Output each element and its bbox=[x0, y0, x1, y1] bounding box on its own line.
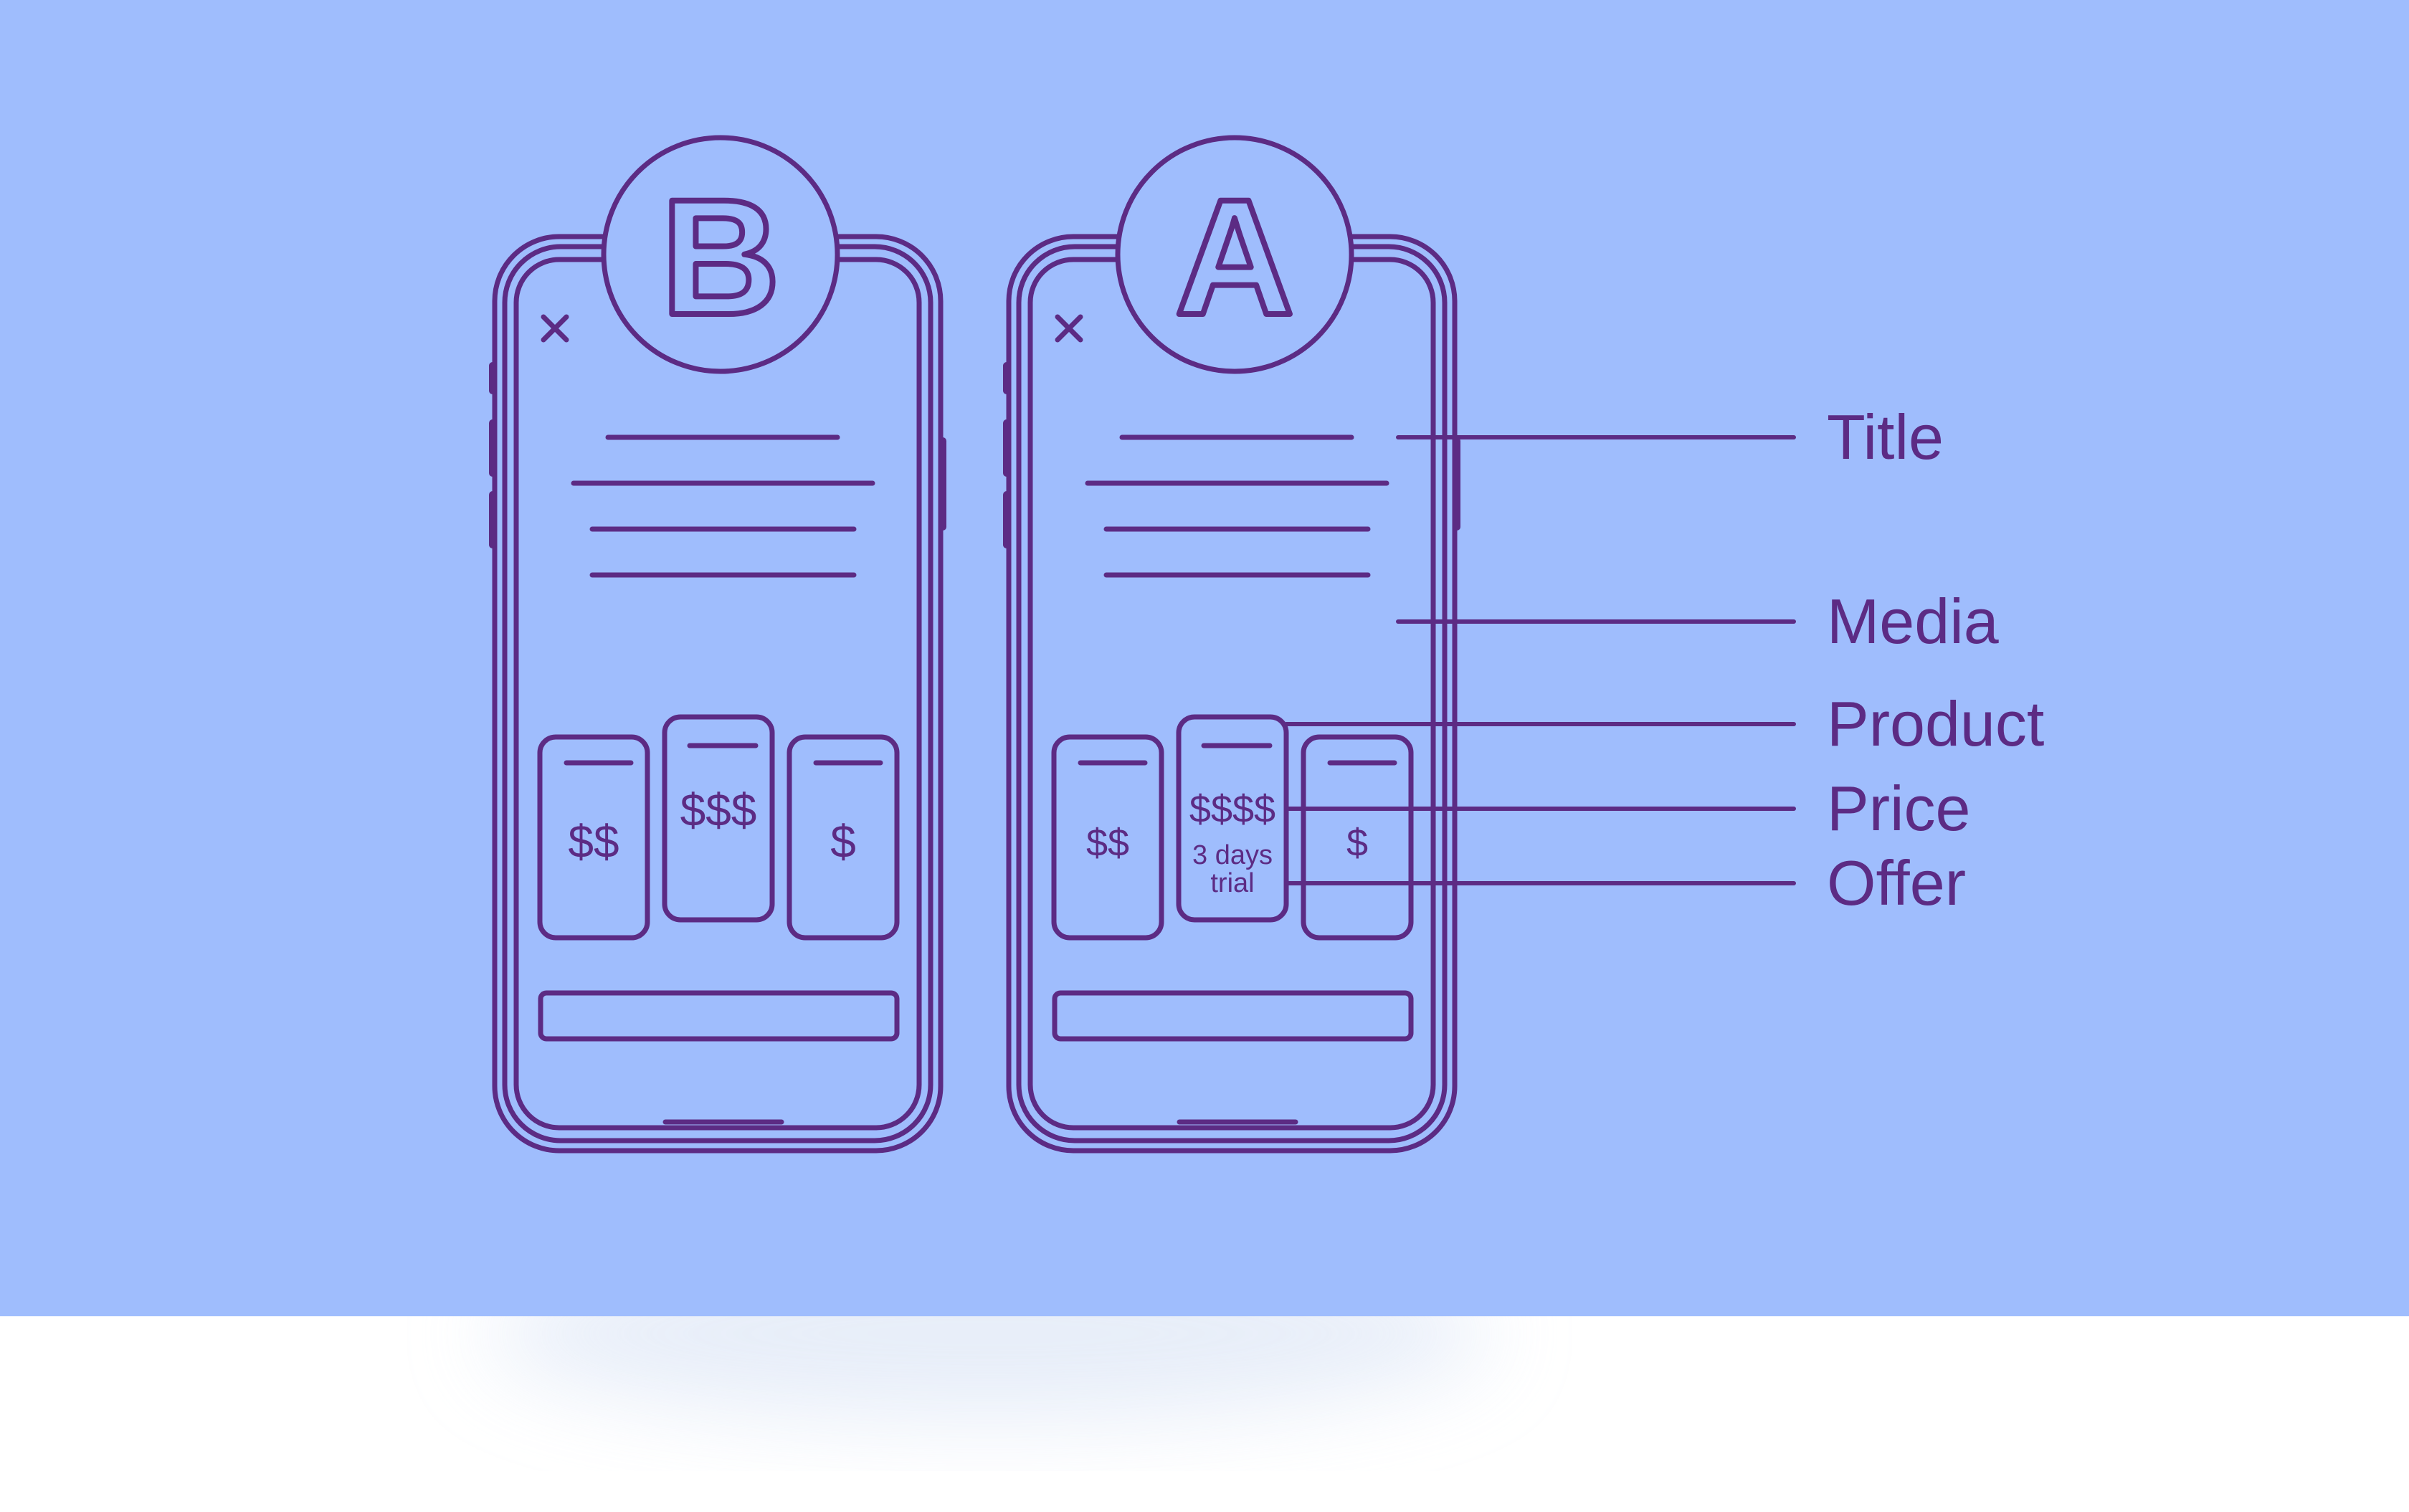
badge-a-letter: A bbox=[1175, 165, 1294, 349]
phone-a-prices: $$ $$$$ 3 days trial $ bbox=[1086, 788, 1368, 898]
product-annotation: Product bbox=[1827, 688, 2044, 759]
product-card bbox=[1301, 734, 1414, 941]
title-annotation: Title bbox=[1827, 401, 1944, 472]
product-card bbox=[787, 734, 900, 941]
price-label: $$$$ bbox=[1189, 788, 1275, 831]
price-label: $ bbox=[830, 816, 856, 867]
price-label: $$ bbox=[1086, 822, 1129, 865]
cta-button bbox=[1052, 990, 1414, 1042]
media-annotation: Media bbox=[1827, 586, 1999, 657]
offer-label: trial bbox=[1210, 868, 1254, 898]
phone-a bbox=[1003, 135, 1460, 1154]
badge-b bbox=[601, 135, 840, 374]
phone-b bbox=[489, 135, 946, 1154]
product-card bbox=[537, 734, 650, 941]
close-icon bbox=[541, 314, 569, 343]
offer-label: 3 days bbox=[1192, 840, 1273, 870]
product-card-featured bbox=[662, 714, 775, 923]
close-icon bbox=[1055, 314, 1083, 343]
product-card-featured bbox=[1176, 714, 1289, 923]
annotation-labels: Title Media Product Price Offer bbox=[1827, 401, 2044, 918]
offer-annotation: Offer bbox=[1827, 847, 1966, 918]
price-label: $$ bbox=[568, 816, 619, 867]
phone-b-prices: $$ $$$ $ bbox=[568, 784, 855, 867]
product-card bbox=[1051, 734, 1164, 941]
annotation-leaders bbox=[1284, 435, 1796, 885]
price-annotation: Price bbox=[1827, 773, 1971, 844]
badge-a bbox=[1115, 135, 1354, 374]
price-label: $ bbox=[1346, 822, 1368, 865]
cta-button bbox=[538, 990, 900, 1042]
price-label: $$$ bbox=[680, 784, 757, 836]
badge-b-letter: B bbox=[661, 165, 780, 349]
